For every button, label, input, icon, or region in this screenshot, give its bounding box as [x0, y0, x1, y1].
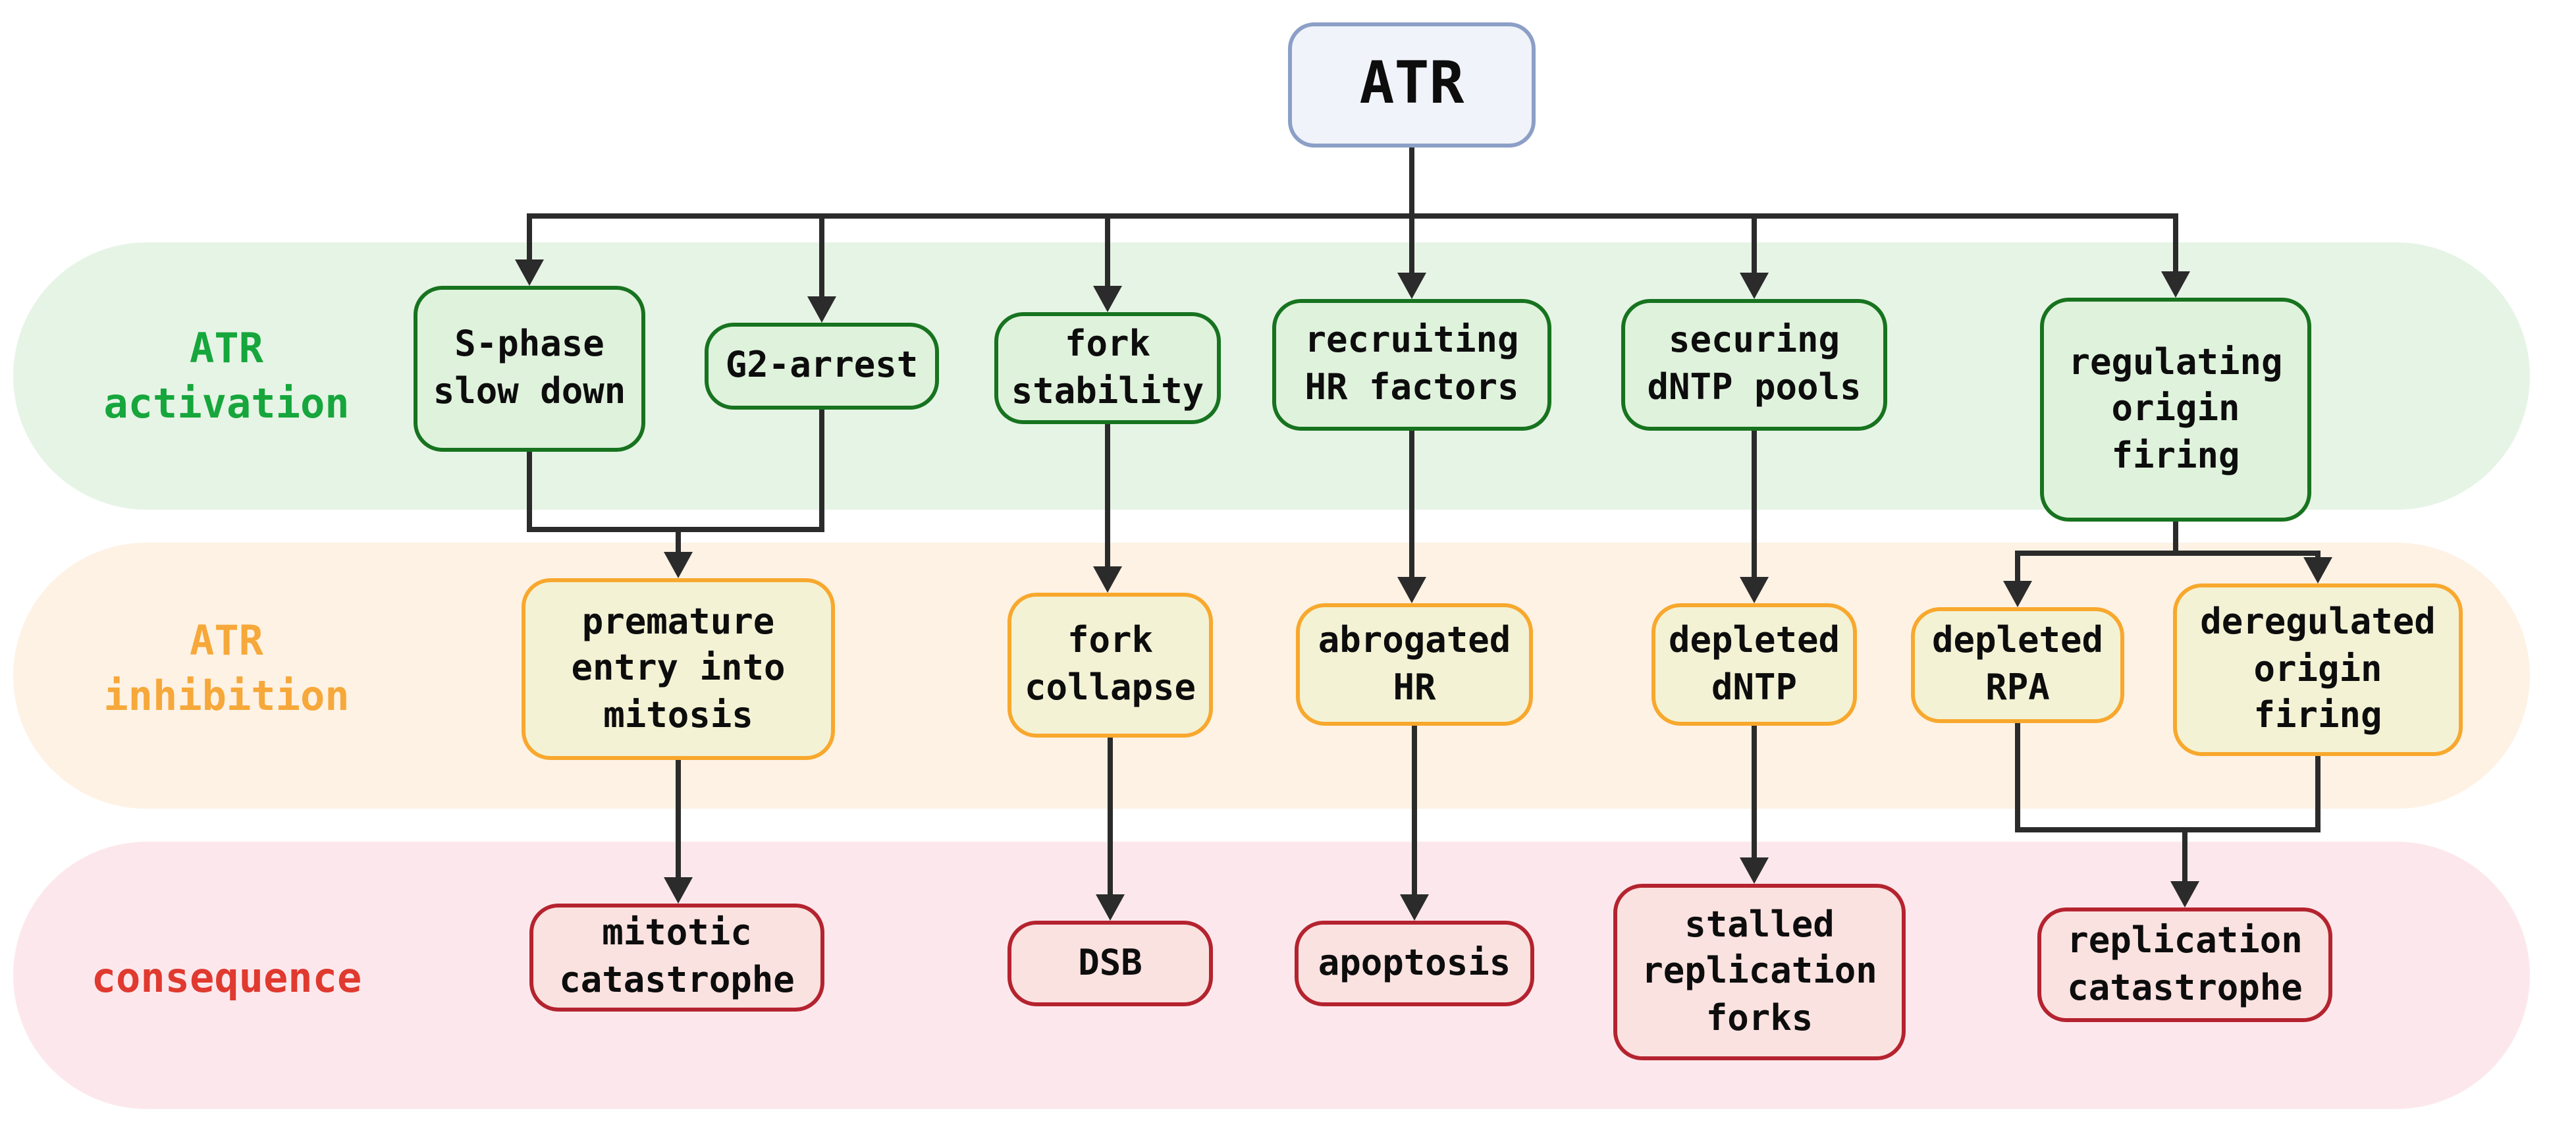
node-deregulated-origin-firing: deregulated origin firing — [2173, 583, 2463, 756]
node-stalled-forks-label: stalled replication forks — [1642, 904, 1877, 1039]
arrowhead-regulating-origin — [2161, 271, 2190, 298]
node-dsb-label: DSB — [1078, 942, 1142, 984]
node-depleted-rpa-label: depleted RPA — [1931, 620, 2104, 709]
node-securing-dntp-label: securing dNTP pools — [1647, 320, 1862, 408]
arrowhead-recruiting-hr — [1397, 273, 1426, 299]
arrowhead-replication-catastrophe — [2170, 881, 2199, 908]
edge-to-apoptosis — [1412, 726, 1417, 894]
edge-merge-rpa-deregulated — [2015, 827, 2321, 832]
node-s-phase-slow-down: S-phase slow down — [414, 286, 645, 452]
edge-to-replication-catastrophe — [2182, 827, 2187, 881]
edge-to-fork-collapse — [1105, 424, 1110, 566]
arrowhead-apoptosis — [1400, 894, 1429, 921]
edge-to-mitotic-catastrophe — [676, 760, 681, 877]
node-abrogated-hr-label: abrogated HR — [1318, 620, 1511, 708]
node-depleted-rpa: depleted RPA — [1911, 607, 2124, 723]
arrowhead-dsb — [1096, 894, 1125, 921]
node-deregulated-origin-label: deregulated origin firing — [2200, 602, 2436, 737]
arrowhead-abrogated-hr — [1397, 577, 1426, 603]
edge-to-dsb — [1108, 738, 1113, 894]
node-apoptosis: apoptosis — [1295, 921, 1534, 1006]
arrowhead-stalled-forks — [1740, 857, 1769, 884]
node-stalled-replication-forks: stalled replication forks — [1613, 884, 1906, 1060]
node-g2-arrest-label: G2-arrest — [725, 345, 919, 387]
node-replication-catastrophe-label: replication catastrophe — [2067, 920, 2303, 1008]
edge-regulating-stem — [2173, 522, 2178, 556]
node-fork-collapse-label: fork collapse — [1024, 620, 1196, 709]
arrowhead-fork-stability — [1093, 286, 1122, 312]
node-g2-arrest: G2-arrest — [705, 323, 939, 410]
node-premature-label: premature entry into mitosis — [571, 601, 786, 736]
edge-deregulated-drop — [2315, 756, 2321, 832]
edge-to-depleted-dntp — [1752, 431, 1757, 577]
edge-s-phase-drop — [527, 452, 532, 532]
edge-to-regulating-origin — [2173, 213, 2178, 275]
arrowhead-fork-collapse — [1093, 566, 1122, 593]
node-abrogated-hr: abrogated HR — [1296, 603, 1533, 726]
edge-to-securing-dntp — [1752, 213, 1757, 277]
arrowhead-depleted-rpa — [2003, 581, 2032, 607]
node-depleted-dntp: depleted dNTP — [1651, 603, 1857, 726]
node-atr: ATR — [1288, 22, 1536, 148]
edge-to-premature — [676, 527, 681, 552]
node-recruiting-hr-label: recruiting HR factors — [1304, 320, 1519, 408]
edge-atr-stem — [1409, 148, 1414, 216]
arrowhead-premature — [664, 552, 693, 578]
edge-to-stalled-forks — [1752, 726, 1757, 857]
arrowhead-g2-arrest — [807, 296, 836, 323]
edge-to-g2-arrest — [819, 213, 824, 300]
node-atr-label: ATR — [1359, 50, 1464, 118]
arrowhead-s-phase — [515, 259, 544, 286]
node-regulating-origin-label: regulating origin firing — [2068, 342, 2283, 477]
edge-rpa-drop — [2015, 723, 2020, 832]
edge-to-deregulated — [2315, 551, 2321, 557]
row-label-consequence: consequence — [91, 955, 362, 1002]
node-mitotic-catastrophe-label: mitotic catastrophe — [559, 913, 795, 1001]
node-depleted-dntp-label: depleted dNTP — [1668, 620, 1840, 708]
node-recruiting-hr-factors: recruiting HR factors — [1272, 299, 1551, 431]
node-fork-collapse: fork collapse — [1007, 593, 1213, 738]
node-securing-dntp-pools: securing dNTP pools — [1621, 299, 1887, 431]
node-premature-entry-mitosis: premature entry into mitosis — [522, 578, 835, 760]
arrowhead-securing-dntp — [1740, 273, 1769, 299]
node-dsb: DSB — [1007, 921, 1213, 1006]
edge-to-depleted-rpa — [2015, 551, 2020, 581]
arrowhead-depleted-dntp — [1740, 577, 1769, 603]
edge-to-fork-stability — [1105, 213, 1110, 290]
node-fork-stability: fork stability — [994, 312, 1221, 424]
node-s-phase-label: S-phase slow down — [433, 324, 626, 412]
edge-trunk — [527, 213, 2178, 219]
node-regulating-origin-firing: regulating origin firing — [2040, 298, 2311, 522]
node-apoptosis-label: apoptosis — [1318, 942, 1511, 984]
edge-regulating-split — [2015, 551, 2321, 556]
row-label-atr-inhibition: ATR inhibition — [103, 618, 350, 720]
edge-g2-drop — [819, 410, 824, 532]
arrowhead-mitotic-catastrophe — [664, 877, 693, 904]
edge-to-abrogated-hr — [1409, 431, 1414, 577]
node-fork-stability-label: fork stability — [1011, 323, 1204, 412]
row-label-atr-activation: ATR activation — [103, 325, 350, 428]
node-replication-catastrophe: replication catastrophe — [2037, 908, 2332, 1022]
edge-to-recruiting-hr — [1409, 213, 1414, 277]
node-mitotic-catastrophe: mitotic catastrophe — [529, 904, 824, 1012]
edge-to-s-phase — [527, 213, 532, 263]
arrowhead-deregulated — [2303, 557, 2332, 583]
